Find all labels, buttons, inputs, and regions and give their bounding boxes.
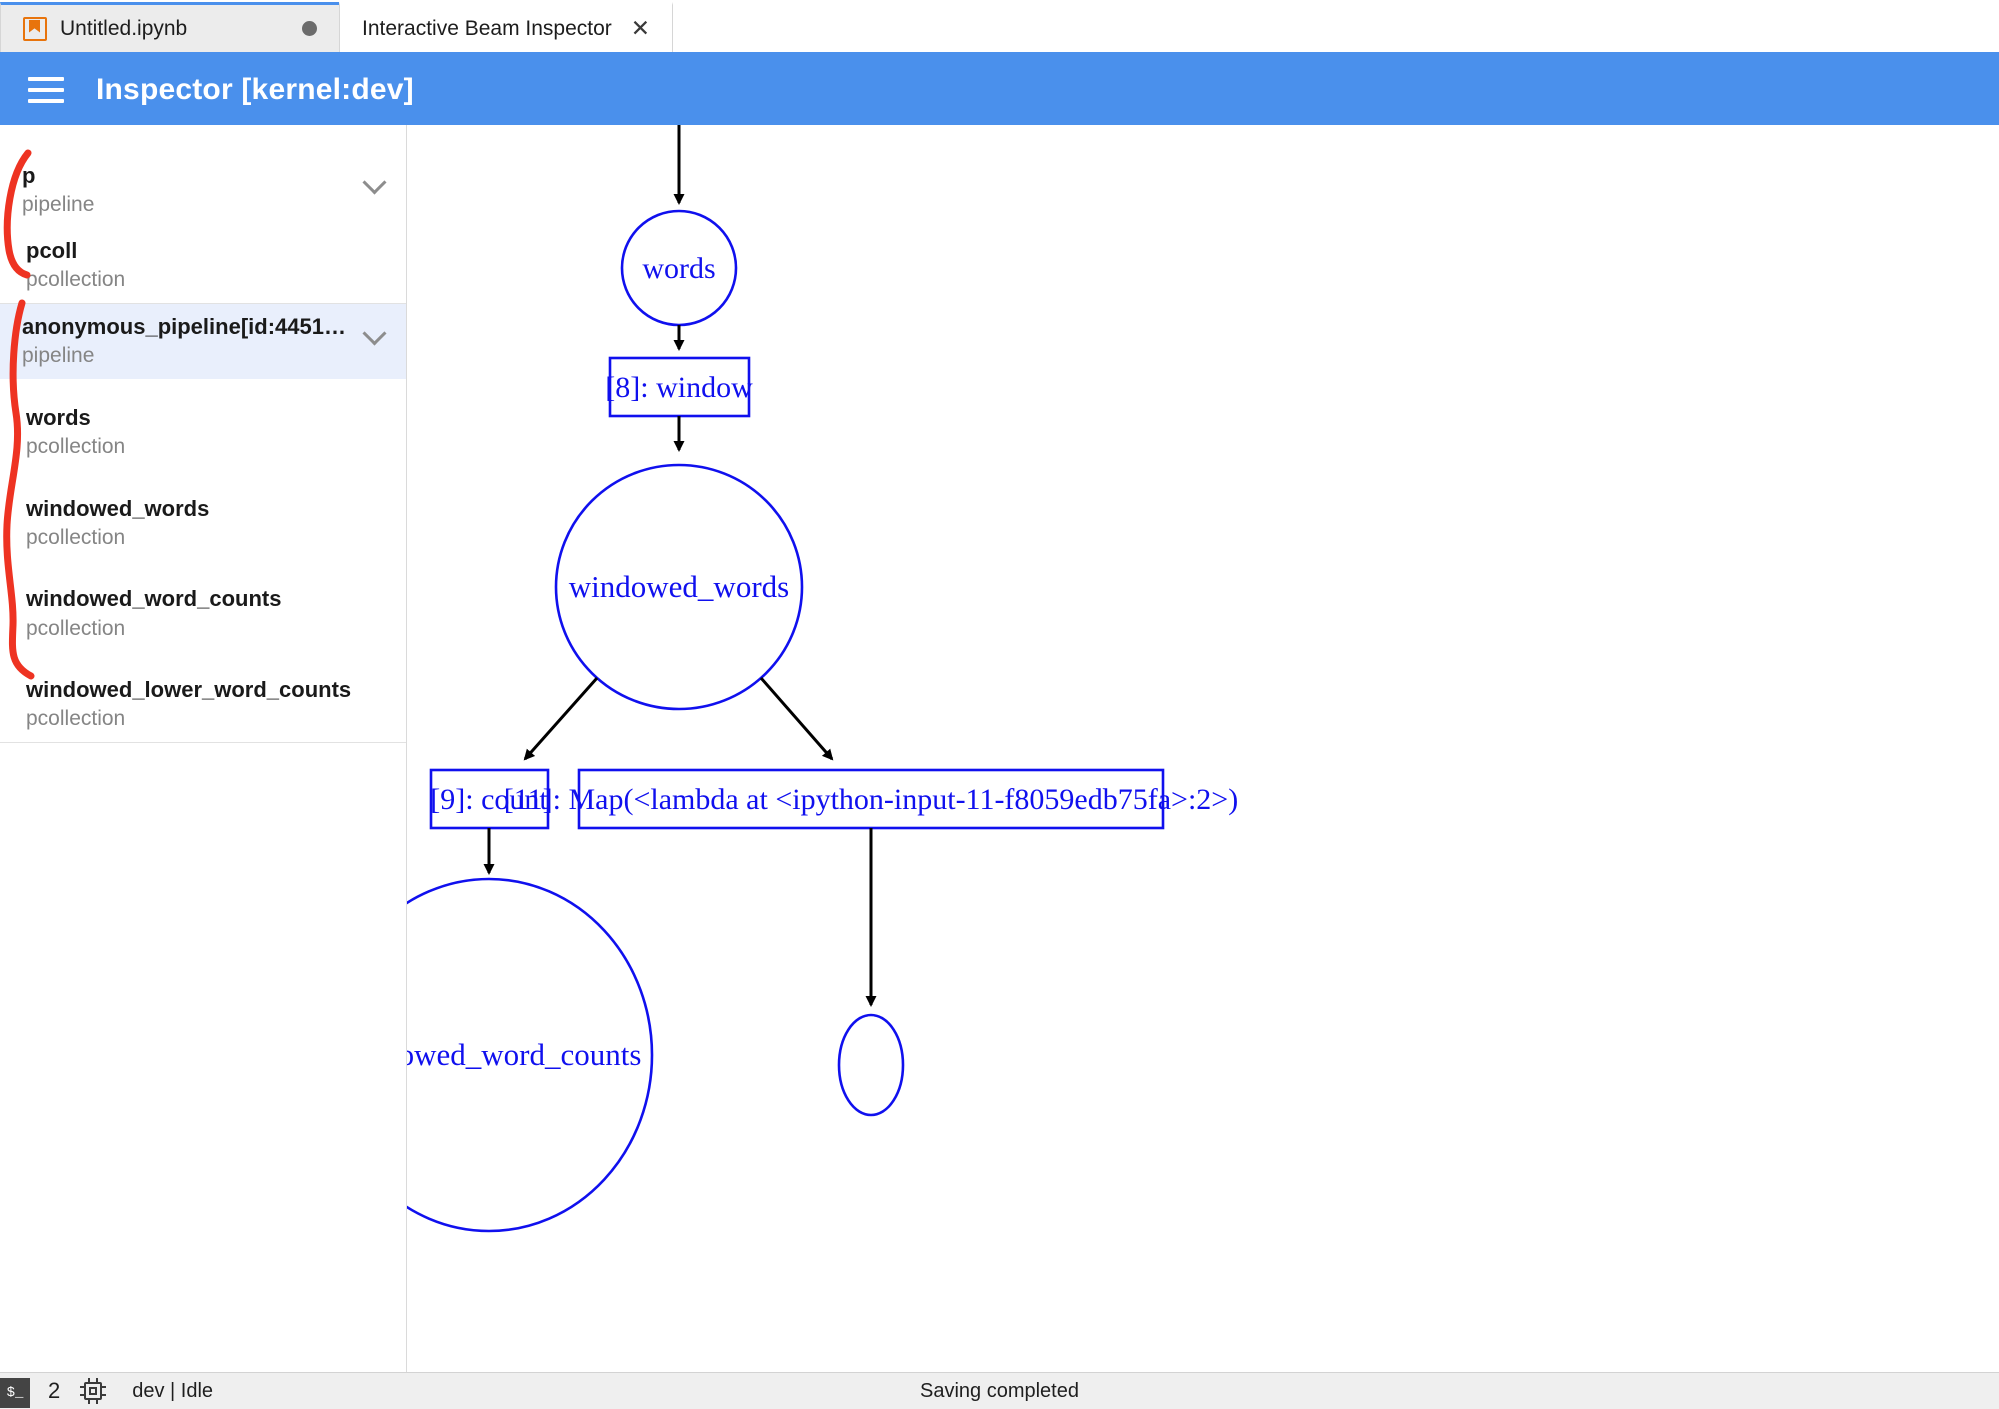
unsaved-changes-dot[interactable] xyxy=(302,21,317,36)
graph-node-count-label: [9]: count xyxy=(430,783,548,816)
tab-label: Interactive Beam Inspector xyxy=(362,16,612,40)
sidebar-item-type: pipeline xyxy=(22,193,95,217)
sidebar-item-label: p xyxy=(22,163,36,188)
terminal-count[interactable]: 2 xyxy=(48,1378,61,1403)
cpu-chip-icon[interactable] xyxy=(80,1378,107,1404)
graph-node-count[interactable] xyxy=(429,768,550,830)
page-title: Inspector [kernel:dev] xyxy=(96,73,414,106)
chevron-down-icon[interactable] xyxy=(362,319,388,345)
sidebar-item-anonymous-pipeline[interactable]: anonymous_pipeline[id:44516… pipeline xyxy=(0,303,406,379)
sidebar-item-words[interactable]: words pcollection xyxy=(0,395,406,470)
tab-bar: Untitled.ipynb Interactive Beam Inspecto… xyxy=(0,0,1999,55)
pipeline-graph-panel[interactable]: words [8]: window windowed_words [9]: co… xyxy=(407,125,1999,1372)
kernel-status[interactable]: dev | Idle xyxy=(132,1379,214,1402)
sidebar-item-label: windowed_word_counts xyxy=(26,586,282,612)
tab-untitled-notebook[interactable]: Untitled.ipynb xyxy=(0,2,340,52)
terminal-icon[interactable]: $_ xyxy=(0,1378,30,1408)
chevron-down-icon[interactable] xyxy=(362,168,388,194)
graph-node-unnamed[interactable] xyxy=(837,1013,905,1117)
inspector-body: p pipeline pcoll pcollection anonymous_p… xyxy=(0,125,1999,1372)
graph-node-windowed-words-label: windowed_words xyxy=(569,569,789,604)
sidebar-item-p[interactable]: p pipeline xyxy=(0,153,406,228)
sidebar-item-windowed-lower-word-counts[interactable]: windowed_lower_word_counts pcollection xyxy=(0,667,406,742)
sidebar-item-pcoll[interactable]: pcoll pcollection xyxy=(0,228,406,303)
graph-node-map[interactable] xyxy=(577,768,1165,830)
hamburger-icon[interactable] xyxy=(28,77,64,103)
pipeline-graph-svg: words [8]: window windowed_words [9]: co… xyxy=(407,125,1238,1233)
sidebar-item-label: anonymous_pipeline[id:44516… xyxy=(22,313,352,339)
sidebar-item-label: windowed_words xyxy=(26,495,210,521)
save-status: Saving completed xyxy=(920,1379,1079,1402)
sidebar-item-label: words xyxy=(26,404,91,430)
close-icon[interactable]: ✕ xyxy=(630,15,651,41)
inspectables-sidebar[interactable]: p pipeline pcoll pcollection anonymous_p… xyxy=(0,125,407,1372)
graph-node-windowed-words[interactable] xyxy=(554,463,804,711)
sidebar-item-type: pcollection xyxy=(26,434,126,458)
tab-label: Untitled.ipynb xyxy=(60,16,188,40)
sidebar-item-type: pipeline xyxy=(22,343,95,367)
notebook-icon xyxy=(23,16,47,41)
sidebar-item-type: pcollection xyxy=(26,525,126,549)
sidebar-item-type: pcollection xyxy=(26,707,126,731)
graph-node-map-label: [11]: Map(<lambda at <ipython-input-11-f… xyxy=(504,783,1238,816)
sidebar-item-type: pcollection xyxy=(26,616,126,640)
graph-node-windowed-word-counts[interactable] xyxy=(407,877,654,1233)
sidebar-item-label: pcoll xyxy=(26,237,78,263)
sidebar-item-type: pcollection xyxy=(26,268,126,292)
graph-node-window-label: [8]: window xyxy=(605,371,753,404)
status-bar: $_ 2 dev | Idle Saving completed xyxy=(0,1372,1999,1409)
graph-node-windowed-word-counts-label: windowed_word_counts xyxy=(407,1037,641,1072)
pipeline-group-p: p pipeline pcoll pcollection xyxy=(0,125,406,304)
sidebar-item-windowed-words[interactable]: windowed_words pcollection xyxy=(0,486,406,561)
pipeline-group-anonymous: anonymous_pipeline[id:44516… pipeline wo… xyxy=(0,303,406,744)
graph-node-words-label: words xyxy=(642,252,715,285)
inspector-header: Inspector [kernel:dev] xyxy=(0,55,1999,125)
graph-edge-windowed-words-count xyxy=(523,677,599,761)
sidebar-item-windowed-word-counts[interactable]: windowed_word_counts pcollection xyxy=(0,576,406,651)
graph-edge-windowed-words-map xyxy=(759,677,834,761)
tab-interactive-beam-inspector[interactable]: Interactive Beam Inspector ✕ xyxy=(339,2,674,52)
sidebar-item-label: windowed_lower_word_counts xyxy=(26,677,352,703)
